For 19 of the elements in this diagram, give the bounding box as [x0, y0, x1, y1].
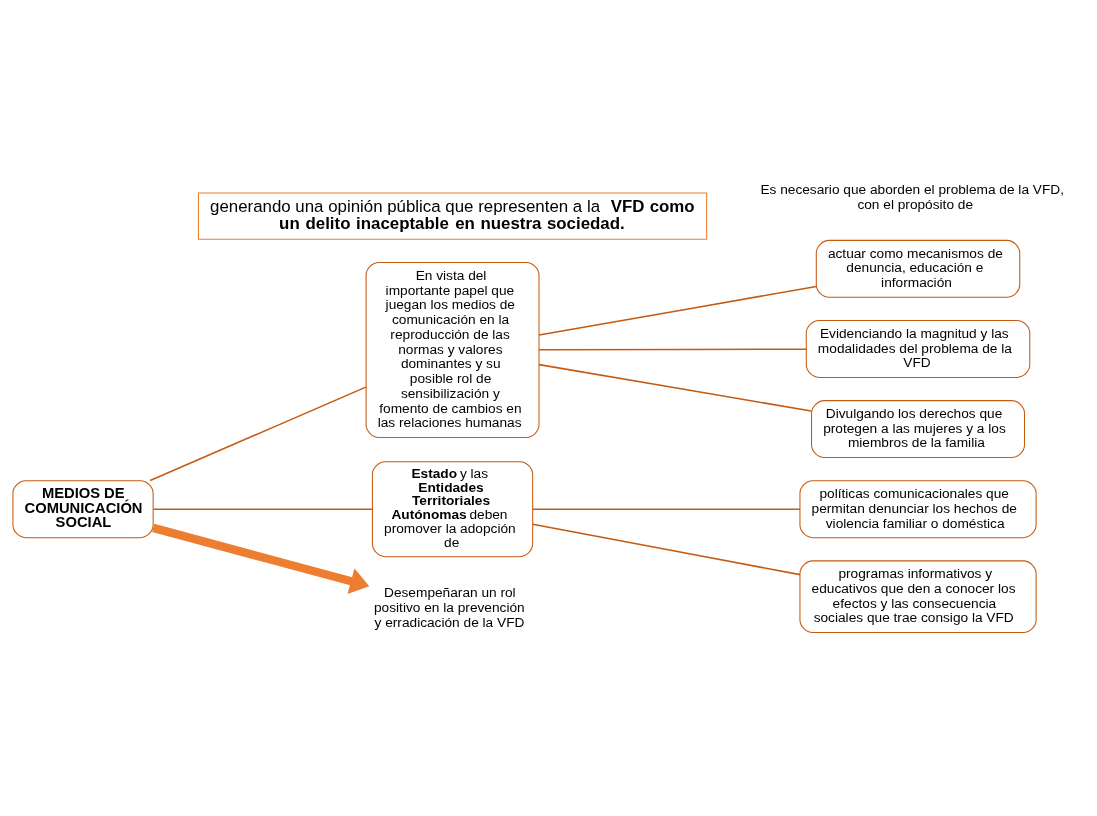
node-box: políticas comunicacionales que permitan denunciar los hechos de violencia familiar o doméstica [799, 480, 1037, 539]
node-text: Desempeñaran un rol positivo en la prevención y erradicación de la VFD [374, 585, 525, 630]
label: Es necesario que aborden el problema de la VFD, con el propósito de [760, 182, 1065, 213]
node-box: Estado y las Entidades Territoriales Autónomas deben promover la adopción de [371, 461, 534, 558]
node-box: MEDIOS DE COMUNICACIÓN SOCIAL [12, 480, 154, 539]
arrow [152, 523, 370, 594]
connector [538, 348, 807, 351]
connector [531, 523, 801, 576]
node-box: actuar como mecanismos de denuncia, educación e información [815, 239, 1021, 298]
node-box: generando una opinión pública que representen a la VFD como un delito inaceptable en nuestra sociedad. [197, 192, 708, 240]
node-box: Divulgando los derechos que protegen a las mujeres y a los miembros de la familia [811, 400, 1026, 459]
connector [538, 285, 817, 336]
connector [152, 508, 373, 510]
connector [538, 363, 812, 412]
node-box: programas informativos y educativos que den a conocer los efectos y las consecuencia sociales que trae consigo la VFD [799, 560, 1037, 634]
node-box: Evidenciando la magnitud y las modalidades del problema de la VFD [805, 319, 1031, 378]
node-box: En vista del importante papel que juegan los medios de comunicación en la reproducción de las normas y valores dominantes y su posible rol de sensibilización y fomento de cambios en las relaciones humanas [365, 262, 540, 439]
connector [531, 508, 801, 510]
connector [149, 386, 367, 482]
